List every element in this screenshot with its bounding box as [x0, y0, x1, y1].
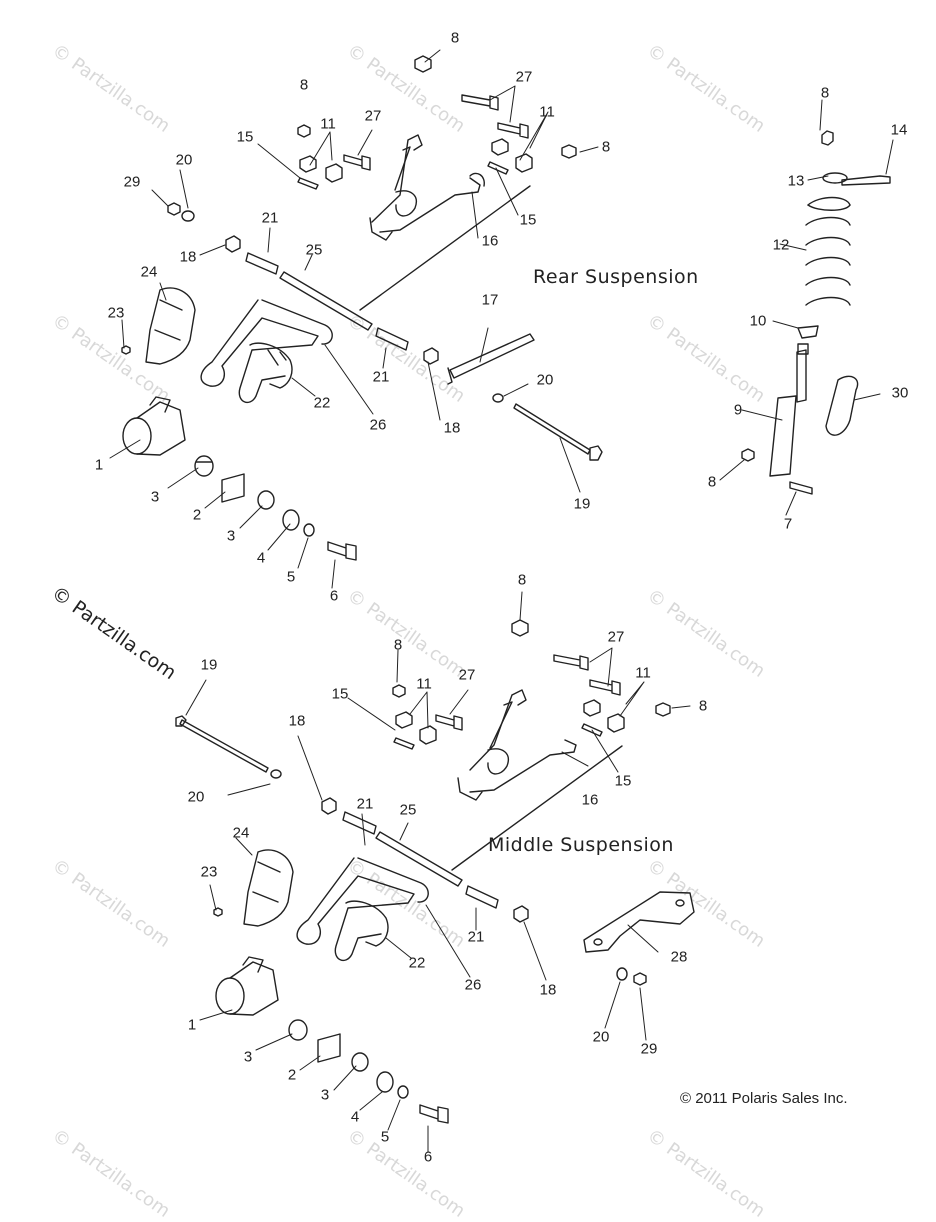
callout-5: 5: [286, 568, 296, 586]
callout-23: 23: [107, 304, 125, 322]
callout-20: 20: [175, 151, 193, 169]
callout-8: 8: [450, 29, 460, 47]
callout-8: 8: [707, 473, 717, 491]
callout-8: 8: [820, 84, 830, 102]
callout-6: 6: [423, 1148, 433, 1166]
callout-11: 11: [539, 103, 555, 121]
callout-2: 2: [287, 1066, 297, 1084]
callout-3: 3: [226, 527, 236, 545]
rear-hardware-stack: [194, 455, 357, 561]
callout-15: 15: [614, 772, 632, 790]
callout-27: 27: [515, 68, 533, 86]
callout-19: 19: [573, 495, 591, 513]
callout-28: 28: [670, 948, 688, 966]
callout-20: 20: [536, 371, 554, 389]
callout-15: 15: [236, 128, 254, 146]
callout-19: 19: [200, 656, 218, 674]
callout-30: 30: [891, 384, 909, 402]
callout-17: 17: [481, 291, 499, 309]
callout-11: 11: [635, 664, 651, 682]
middle-plate-28: [583, 891, 695, 986]
callout-14: 14: [890, 121, 908, 139]
callout-24: 24: [140, 263, 158, 281]
callout-26: 26: [369, 416, 387, 434]
callout-18: 18: [179, 248, 197, 266]
callout-25: 25: [305, 241, 323, 259]
callout-20: 20: [187, 788, 205, 806]
rear-suspension-title: Rear Suspension: [533, 266, 699, 288]
callout-8: 8: [393, 636, 403, 654]
callout-3: 3: [320, 1086, 330, 1104]
callout-4: 4: [256, 549, 266, 567]
callout-27: 27: [458, 666, 476, 684]
callout-6: 6: [329, 587, 339, 605]
callout-8: 8: [299, 76, 309, 94]
callout-1: 1: [94, 456, 104, 474]
rear-strap-and-rod: [447, 333, 603, 461]
callout-13: 13: [787, 172, 805, 190]
rear-bracket: [121, 287, 196, 365]
upper-a-arm: [369, 134, 485, 241]
callout-18: 18: [288, 712, 306, 730]
rear-pivot-shaft: [225, 185, 531, 365]
callout-2: 2: [192, 506, 202, 524]
callout-10: 10: [749, 312, 767, 330]
callout-21: 21: [372, 368, 390, 386]
callout-27: 27: [364, 107, 382, 125]
callout-11: 11: [320, 115, 336, 133]
copyright: © 2011 Polaris Sales Inc.: [680, 1090, 848, 1107]
callout-25: 25: [399, 801, 417, 819]
callout-18: 18: [539, 981, 557, 999]
middle-lower-a-arm: [296, 857, 429, 962]
callout-7: 7: [783, 515, 793, 533]
rear-shock-assembly: [741, 130, 891, 495]
middle-bracket: [213, 849, 294, 927]
callout-4: 4: [350, 1108, 360, 1126]
callout-8: 8: [698, 697, 708, 715]
middle-upper-hardware: [392, 619, 671, 750]
callout-16: 16: [481, 232, 499, 250]
callout-27: 27: [607, 628, 625, 646]
callout-15: 15: [331, 685, 349, 703]
middle-rod-19: [175, 715, 282, 779]
callout-1: 1: [187, 1016, 197, 1034]
callout-21: 21: [467, 928, 485, 946]
callout-21: 21: [261, 209, 279, 227]
callout-22: 22: [408, 954, 426, 972]
callout-12: 12: [772, 236, 790, 254]
callout-21: 21: [356, 795, 374, 813]
callout-20: 20: [592, 1028, 610, 1046]
callout-15: 15: [519, 211, 537, 229]
callout-23: 23: [200, 863, 218, 881]
callout-26: 26: [464, 976, 482, 994]
callout-16: 16: [581, 791, 599, 809]
rear-spindle: [122, 396, 186, 456]
callout-24: 24: [232, 824, 250, 842]
callout-5: 5: [380, 1128, 390, 1146]
callout-22: 22: [313, 394, 331, 412]
callout-3: 3: [243, 1048, 253, 1066]
callout-18: 18: [443, 419, 461, 437]
middle-pivot-shaft: [321, 745, 623, 923]
callout-8: 8: [517, 571, 527, 589]
rear-lower-a-arm: [200, 299, 333, 404]
leader-lines: [109, 49, 894, 1153]
callout-11: 11: [416, 675, 432, 693]
callout-9: 9: [733, 401, 743, 419]
middle-spindle: [215, 956, 279, 1016]
callout-29: 29: [123, 173, 141, 191]
callout-29: 29: [640, 1040, 658, 1058]
callout-8: 8: [601, 138, 611, 156]
middle-hardware-stack: [288, 1019, 449, 1124]
middle-suspension-title: Middle Suspension: [488, 834, 674, 856]
callout-3: 3: [150, 488, 160, 506]
middle-upper-a-arm: [457, 689, 577, 801]
